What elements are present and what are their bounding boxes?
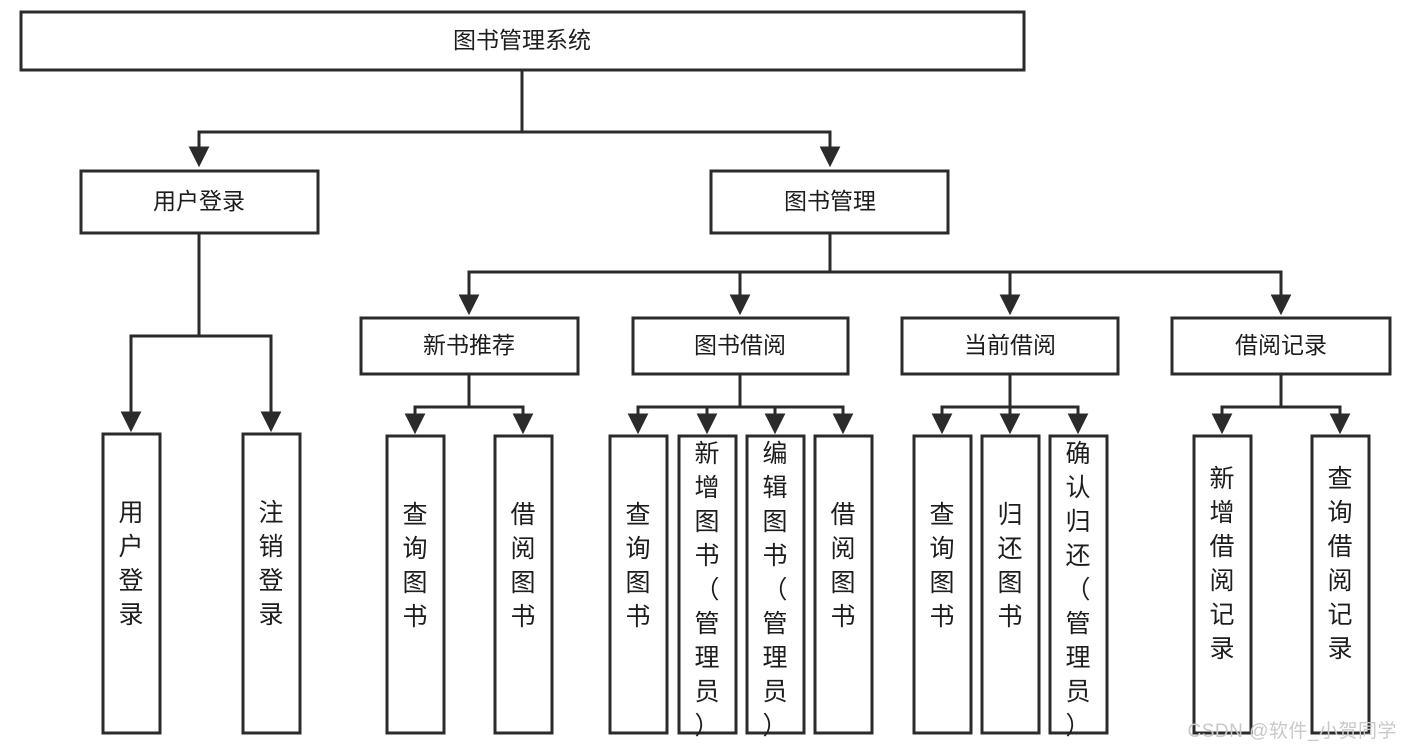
leaf-node[interactable]: 确认归还（管理员）: [1048, 434, 1109, 740]
node-user-login[interactable]: 用户登录: [79, 169, 320, 235]
leaf-vertical-text: 注销登录: [258, 499, 283, 629]
connector-record-to-leaves: [1211, 372, 1351, 435]
leaf-node[interactable]: 查询图书: [385, 434, 446, 735]
leaf-node[interactable]: 编辑图书（管理员）: [745, 434, 806, 740]
leaf-vertical-text: 新增借阅记录: [1209, 465, 1234, 663]
leaf-vertical-text: 确认归还（管理员）: [1065, 440, 1090, 740]
leaf-vertical-text: 编辑图书（管理员）: [762, 440, 787, 740]
node-book-borrow-label: 图书借阅: [694, 332, 786, 358]
node-book-management[interactable]: 图书管理: [709, 169, 950, 235]
node-new-book-recommend-label: 新书推荐: [423, 332, 515, 358]
connector-newbook-to-leaves: [404, 372, 534, 435]
leaf-vertical-text: 查询图书: [625, 501, 650, 631]
node-root[interactable]: 图书管理系统: [19, 10, 1026, 72]
leaf-node[interactable]: 查询图书: [912, 434, 973, 735]
leaf-node[interactable]: 借阅图书: [493, 434, 554, 735]
node-book-management-label: 图书管理: [784, 188, 876, 214]
connector-root-to-level1: [188, 68, 841, 168]
node-new-book-recommend[interactable]: 新书推荐: [359, 316, 580, 376]
node-current-borrow-label: 当前借阅: [964, 332, 1056, 358]
leaf-node[interactable]: 借阅图书: [813, 434, 874, 735]
leaf-vertical-text: 查询借阅记录: [1327, 465, 1352, 663]
leaf-vertical-text: 用户登录: [118, 499, 143, 629]
leaf-node[interactable]: 新增图书（管理员）: [677, 434, 738, 740]
node-user-login-label: 用户登录: [153, 188, 245, 214]
leaf-node[interactable]: 查询借阅记录: [1310, 434, 1371, 735]
node-current-borrow[interactable]: 当前借阅: [900, 316, 1120, 376]
leaf-vertical-text: 新增图书（管理员）: [694, 440, 719, 740]
leaf-node[interactable]: 注销登录: [241, 432, 302, 735]
connector-borrow-to-leaves: [627, 372, 854, 435]
leaf-vertical-text: 借阅图书: [510, 501, 535, 631]
leaf-vertical-text: 借阅图书: [830, 501, 855, 631]
leaf-node[interactable]: 用户登录: [101, 432, 162, 735]
leaf-node[interactable]: 查询图书: [608, 434, 669, 735]
node-borrow-record[interactable]: 借阅记录: [1170, 316, 1392, 376]
connector-current-to-leaves: [931, 372, 1089, 435]
node-book-borrow[interactable]: 图书借阅: [631, 316, 850, 376]
leaf-node[interactable]: 新增借阅记录: [1192, 434, 1253, 735]
leaf-node[interactable]: 归还图书: [980, 434, 1041, 735]
node-borrow-record-label: 借阅记录: [1235, 332, 1327, 358]
leaf-vertical-text: 归还图书: [997, 501, 1022, 631]
leaf-vertical-text: 查询图书: [402, 501, 427, 631]
leaf-vertical-text: 查询图书: [929, 501, 954, 631]
node-root-label: 图书管理系统: [453, 27, 591, 53]
connector-bookmgmt-to-level2: [458, 231, 1292, 316]
connector-userlogin-to-leaves: [120, 231, 282, 433]
